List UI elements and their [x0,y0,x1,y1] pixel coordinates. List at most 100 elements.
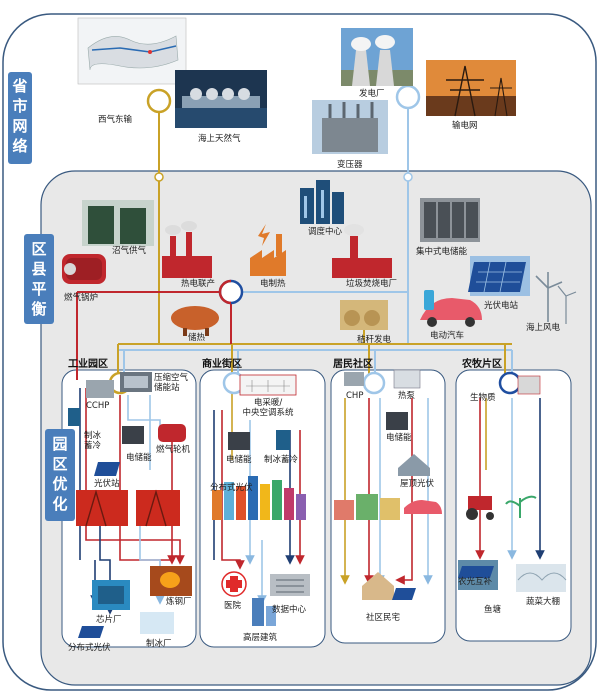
label-hospital: 医院 [224,600,242,611]
svg-text:络: 络 [12,137,27,155]
community-house-image [362,572,416,600]
offshore-gas-image [175,70,267,128]
offshore-wind-image [535,272,577,324]
pv-station-image [468,256,530,296]
roof-pv-house [398,454,430,476]
biomass-image [517,375,541,395]
label-community: 社区民宅 [366,612,400,623]
label-distributed-pv-com: 分布式光伏 [210,482,253,493]
svg-text:衡: 衡 [31,300,46,318]
label-roof-pv: 屋顶光伏 [400,478,435,489]
label-heat-pump: 热泵 [398,390,416,401]
label-cchp: CCHP [86,401,109,411]
park-layer-tag [45,429,75,521]
svg-text:化: 化 [52,495,67,513]
ice-storage-unit-com [276,430,290,450]
province-layer-text: 省 市 网 络 [11,77,27,155]
label-ccap: 压缩空气储能站 [154,372,189,393]
cchp-unit-image [86,380,114,398]
greenhouse-image [516,564,567,592]
elec-storage-unit-res [386,412,408,430]
label-grid: 输电网 [452,120,478,131]
label-elec-storage-ind: 电储能 [126,452,152,463]
label-biogas: 沼气供气 [112,245,147,256]
city-skyline-image [212,476,306,520]
svg-text:县: 县 [31,260,46,278]
elec-storage-unit-ind [122,426,144,444]
label-straw-power: 秸秆发电 [357,334,392,345]
agri-park-title: 农牧片区 [461,357,502,370]
label-offshore-wind: 海上风电 [526,322,561,333]
ev-image [420,290,482,327]
label-offshore-gas: 海上天然气 [198,133,241,144]
province-layer-tag [8,72,32,164]
oil-rigs-image [76,489,180,527]
svg-text:平: 平 [31,280,46,298]
residential-park-title: 居民社区 [333,357,373,370]
pv-station-ind [94,462,120,476]
transmission-grid-image [426,60,516,117]
label-greenhouse: 蔬菜大棚 [526,596,560,607]
steel-plant-image [150,566,192,596]
label-chp-res: CHP [346,391,363,401]
distributed-pv-ind [78,626,104,638]
county-layer-tag [24,234,54,324]
agri-flows [475,398,545,560]
label-heat-storage: 储热 [188,332,206,343]
label-transformer: 变压器 [337,159,363,170]
label-ev: 电动汽车 [430,330,464,341]
park-layer-text: 园 区 优 化 [52,435,67,513]
label-ice-storage-ind: 制冰蓄冷 [84,430,102,451]
ice-storage-unit [68,408,80,426]
chp-unit-res [344,372,364,386]
svg-text:市: 市 [12,97,27,115]
waste-plant-icon [332,224,392,278]
residential-street-image [334,494,442,520]
label-steel-plant: 炼钢厂 [166,596,192,607]
agri-hub-node[interactable] [498,371,522,395]
heat-storage-image [171,306,219,336]
label-high-rise: 高层建筑 [243,632,278,643]
label-hvac: 电采暖/中央空调系统 [242,397,294,418]
svg-text:区: 区 [52,455,67,473]
power-plant-image [341,28,413,86]
elec-storage-unit-com [228,432,250,450]
chp-hub-node[interactable] [218,279,244,305]
electric-heating-icon [250,224,286,276]
label-chip-factory: 芯片厂 [96,614,122,625]
label-pv-station: 光伏电站 [484,300,519,311]
label-pv-fish: 农光互补 [458,576,493,587]
label-waste-plant: 垃圾焚烧电厂 [346,278,397,289]
elec-hub-node[interactable] [395,84,421,110]
label-west-east-gas: 西气东输 [98,114,133,125]
label-ice-storage-com: 制冰蓄冷 [264,454,299,465]
label-elec-heat: 电制热 [260,278,286,289]
tractor-image [466,496,494,520]
straw-power-image [340,300,388,330]
svg-text:区: 区 [31,240,46,258]
label-elec-storage-com: 电储能 [226,454,252,465]
svg-text:网: 网 [12,117,27,135]
ice-factory-image [140,612,174,634]
ccap-station-image [120,372,152,392]
label-dispatch: 调度中心 [308,226,343,237]
county-layer-text: 区 县 平 衡 [31,240,46,318]
dispatch-center-icon [300,180,344,224]
label-elec-storage-res: 电储能 [386,432,412,443]
label-gas-turbine: 燃气轮机 [156,444,191,455]
west-east-gas-map-image [77,17,187,85]
gas-hub-node[interactable] [146,88,172,114]
label-distributed-pv-ind: 分布式光伏 [68,642,111,653]
central-storage-image [420,198,480,242]
elec-county-node[interactable] [403,172,413,182]
heat-pump-image [393,369,421,389]
residential-hub-node[interactable] [362,371,386,395]
commercial-park-title: 商业街区 [202,357,242,370]
chp-plant-icon [162,221,212,278]
industrial-park-title: 工业园区 [68,357,108,370]
gas-county-node[interactable] [154,172,164,182]
data-center-image [270,574,310,596]
gas-turbine-image [158,424,186,442]
